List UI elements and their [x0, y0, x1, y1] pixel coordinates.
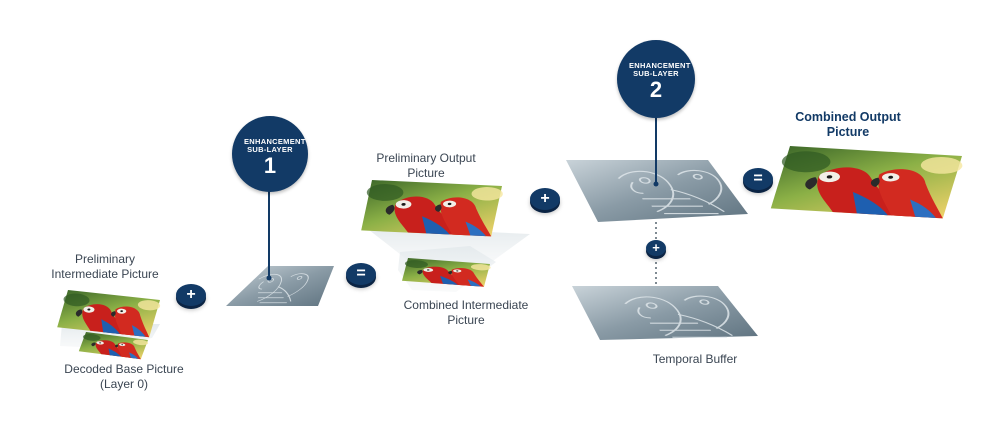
preliminary-output-stack [358, 179, 530, 292]
equals-operator-1: = [346, 263, 376, 285]
badge-2-number: 2 [649, 77, 663, 102]
equals-operator-2: = [743, 168, 773, 190]
label-preliminary-intermediate: Preliminary Intermediate Picture [51, 252, 159, 281]
temporal-buffer-plane [572, 222, 758, 340]
label-combined-intermediate: Combined Intermediate Picture [403, 298, 529, 327]
decoded-base-stack [55, 289, 162, 360]
label-decoded-base: Decoded Base Picture(Layer 0) [64, 362, 184, 391]
badge-1-title: ENHANCEMENT SUB-LAYER [244, 137, 306, 154]
label-combined-output: Combined Output Picture [795, 110, 901, 139]
residual-plane-2 [566, 112, 748, 222]
label-preliminary-output: Preliminary Output Picture [376, 151, 476, 180]
enhancement-sublayer-1-badge: ENHANCEMENT SUB-LAYER 1 [232, 116, 308, 192]
badge-2-title: ENHANCEMENT SUB-LAYER [629, 61, 691, 78]
plus-operator-1: + [176, 284, 206, 306]
enhancement-sublayer-2-badge: ENHANCEMENT SUB-LAYER 2 [617, 40, 695, 118]
label-temporal-buffer: Temporal Buffer [652, 352, 738, 366]
plus-operator-2: + [530, 188, 560, 210]
plus-operator-temporal: + [646, 240, 666, 256]
combined-output-picture [767, 145, 966, 219]
badge-1-number: 1 [263, 153, 277, 178]
